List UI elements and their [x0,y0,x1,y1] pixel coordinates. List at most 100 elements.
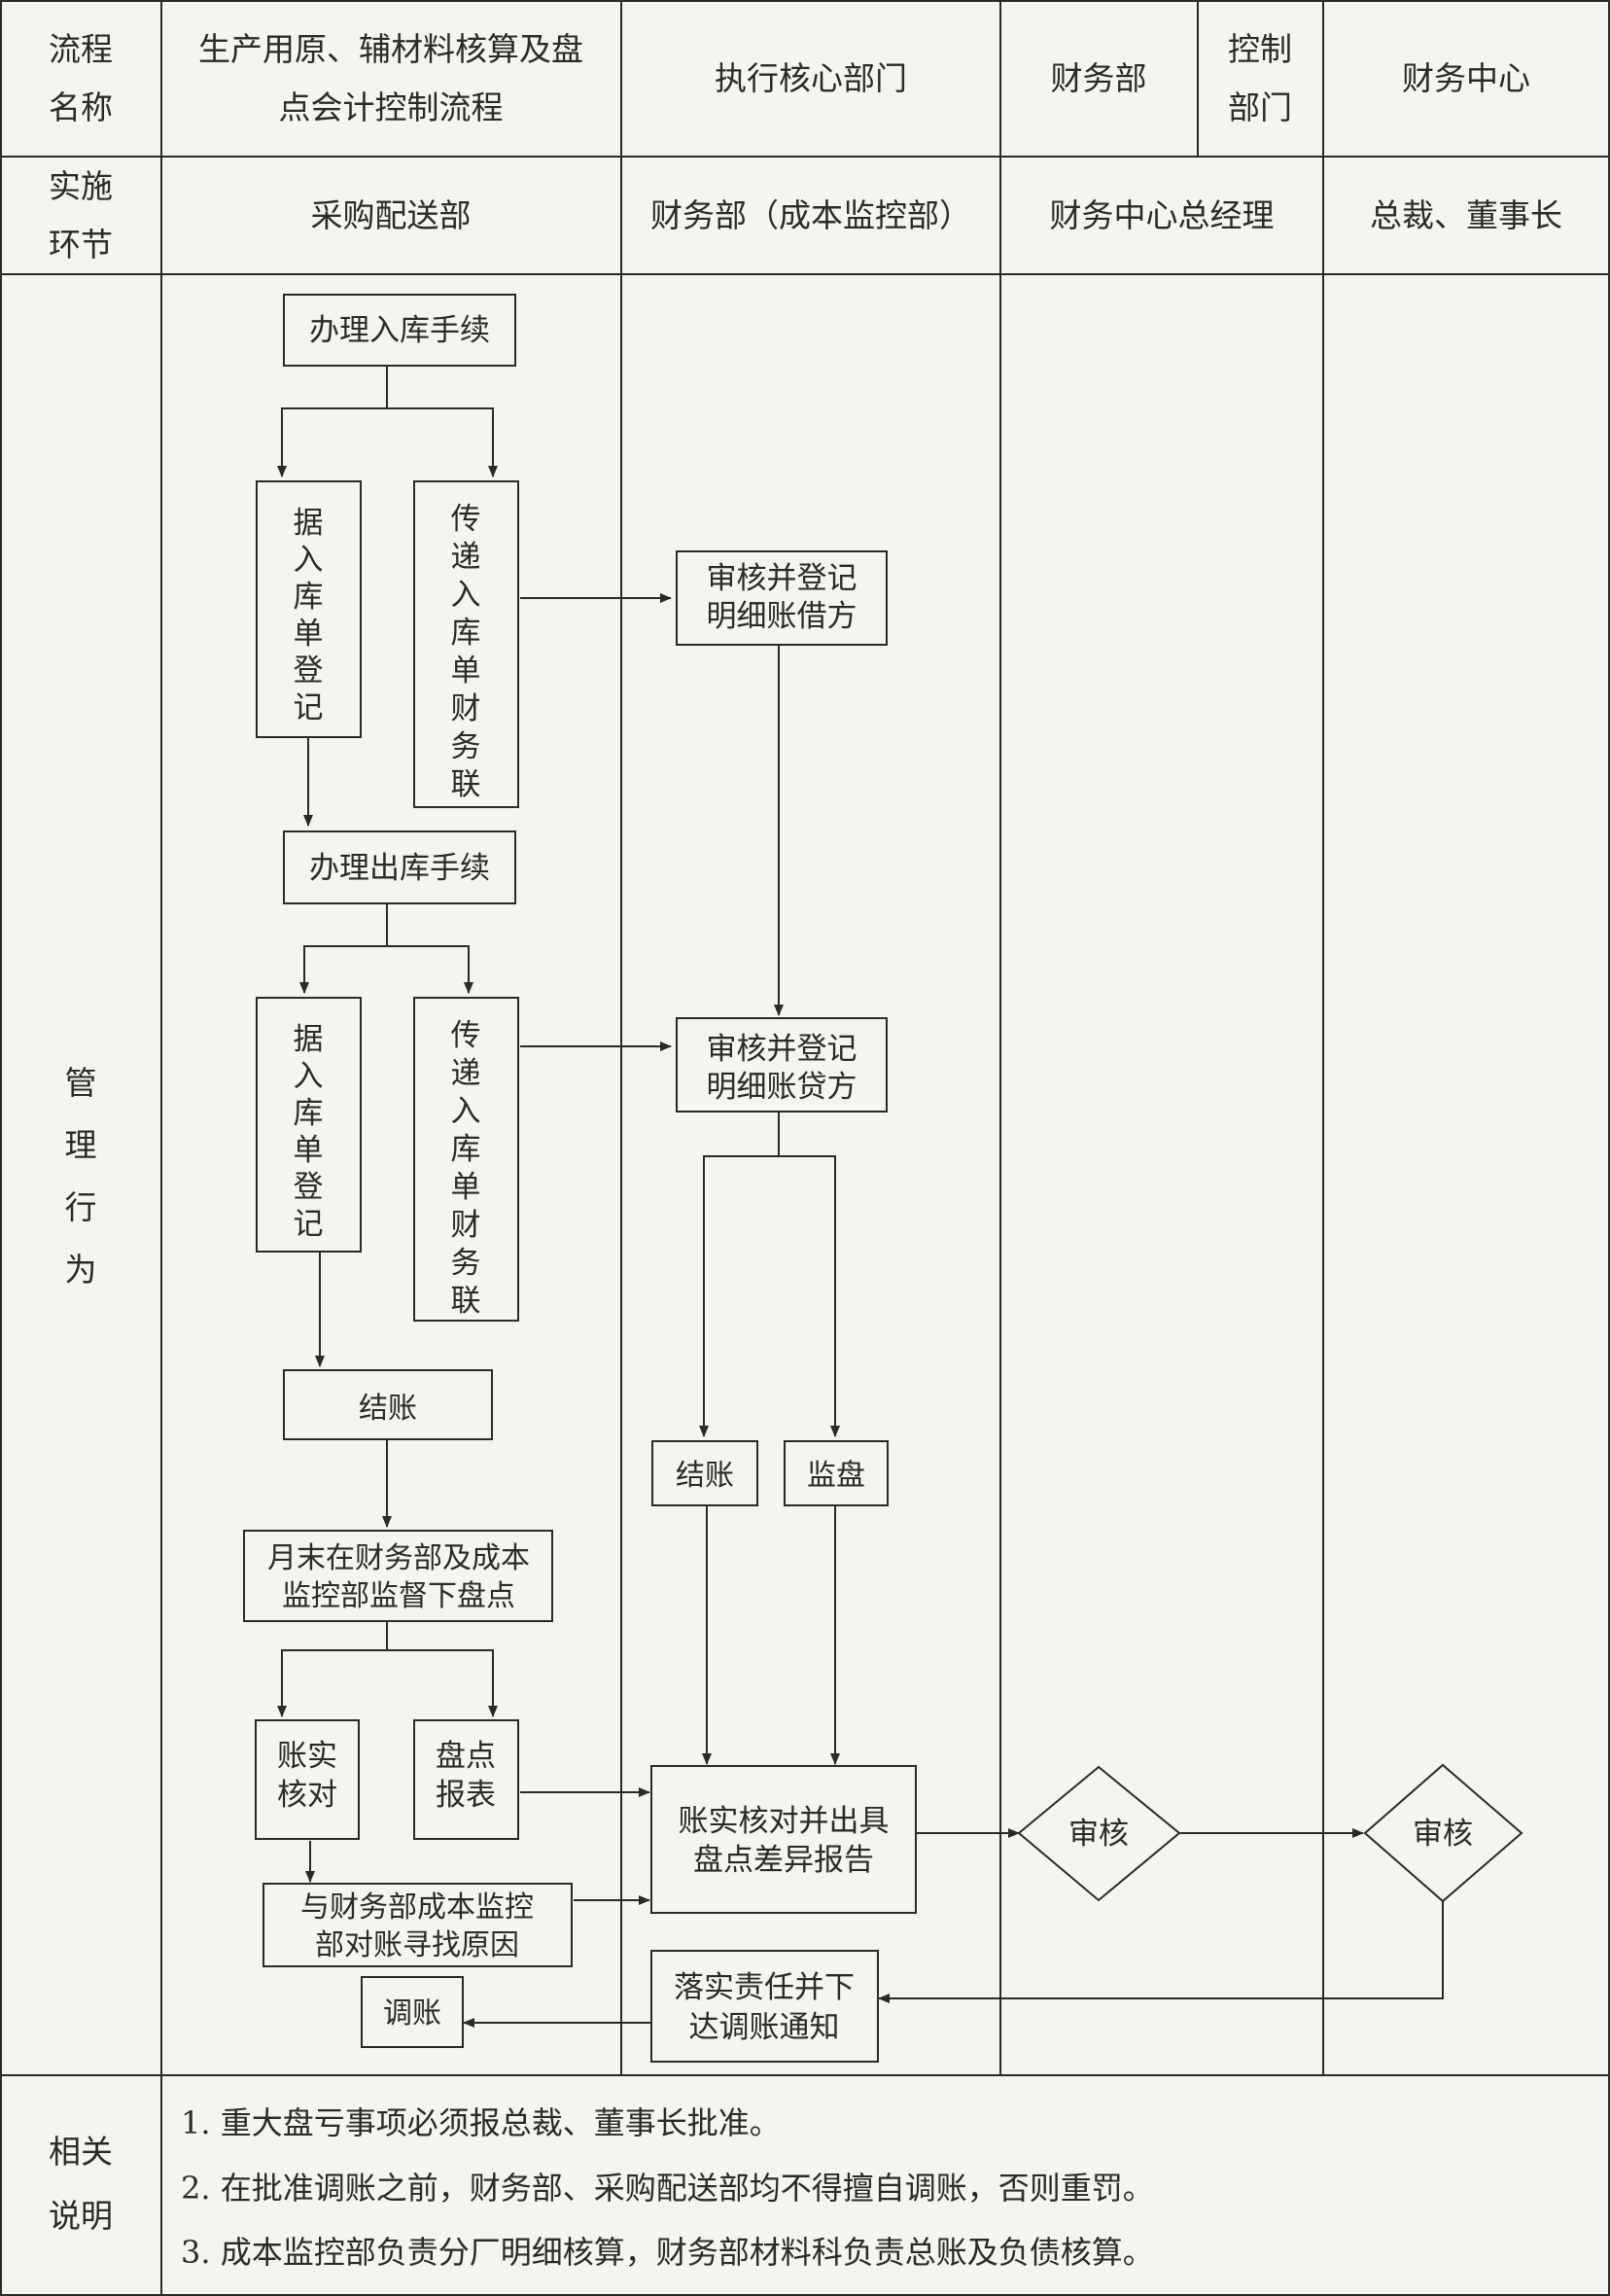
svg-text:明细账贷方: 明细账贷方 [707,1070,858,1105]
node-monitor: 监盘 [784,1440,889,1506]
notes-row: 相关 说明 1. 重大盘亏事项必须报总裁、董事长批准。 2. 在批准调账之前，财… [49,2104,1154,2271]
node-close-mid: 结账 [651,1440,758,1506]
vertical-char: 记 [294,1207,324,1242]
svg-text:监控部监督下盘点: 监控部监督下盘点 [282,1579,515,1613]
vertical-char: 财 [451,1208,481,1243]
node-month-end: 月末在财务部及成本 监控部监督下盘点 [243,1530,553,1622]
node-reconcile: 与财务部成本监控 部对账寻找原因 [262,1883,573,1967]
lane-ceo: 总裁、董事长 [1370,196,1562,234]
vertical-char: 入 [294,543,324,578]
note-item-1: 1. 重大盘亏事项必须报总裁、董事长批准。 [181,2104,781,2141]
notes-label-b: 说明 [49,2197,113,2235]
svg-text:明细账借方: 明细账借方 [707,599,858,634]
svg-text:监盘: 监盘 [807,1459,865,1493]
vertical-char: 登 [294,1170,324,1205]
body-label: 管 理 行 为 [65,1064,97,1289]
node-outbound: 办理出库手续 [283,830,516,904]
svg-text:结账: 结账 [676,1459,734,1493]
svg-text:办理出库手续: 办理出库手续 [309,851,490,886]
vertical-char: 递 [451,540,481,575]
svg-text:为: 为 [65,1251,97,1289]
svg-text:管: 管 [65,1064,97,1102]
control-dept-b: 部门 [1228,88,1292,126]
svg-text:报表: 报表 [436,1778,496,1813]
svg-text:盘点差异报告: 盘点差异报告 [693,1843,874,1878]
lane-fc-gm: 财务中心总经理 [1050,196,1275,234]
svg-text:账实: 账实 [277,1739,337,1774]
svg-text:与财务部成本监控: 与财务部成本监控 [300,1890,534,1925]
control-dept-a: 控制 [1228,30,1292,68]
node-check: 账实 核对 [255,1719,360,1840]
vertical-char: 库 [451,1132,481,1167]
svg-text:审核: 审核 [1068,1817,1129,1852]
node-review-ceo: 审核 [1363,1763,1523,1903]
vertical-char: 库 [451,616,481,651]
row2-label-b: 环节 [49,226,113,264]
vertical-char: 库 [294,580,324,615]
note-item-3: 3. 成本监控部负责分厂明细核算，财务部材料科负责总账及负债核算。 [181,2234,1154,2271]
svg-text:落实责任并下: 落实责任并下 [674,1970,855,2005]
lane-finance: 财务部（成本监控部） [650,196,971,234]
svg-text:办理入库手续: 办理入库手续 [309,313,490,348]
finance-dept: 财务部 [1051,59,1147,97]
vertical-char: 入 [451,578,481,613]
svg-text:达调账通知: 达调账通知 [689,2010,840,2045]
svg-text:部对账寻找原因: 部对账寻找原因 [315,1928,519,1962]
node-close-left: 结账 [283,1369,493,1440]
vertical-char: 单 [451,1170,481,1205]
node-audit-debit: 审核并登记 明细账借方 [676,550,888,646]
finance-center: 财务中心 [1402,59,1530,97]
vertical-char: 财 [451,691,481,726]
notes-label-a: 相关 [49,2133,113,2171]
vertical-char: 登 [294,653,324,689]
vertical-char: 入 [451,1094,481,1129]
node-assign: 落实责任并下 达调账通知 [650,1950,879,2063]
vertical-char: 库 [294,1096,324,1131]
vertical-char: 联 [451,1284,481,1319]
vertical-char: 联 [451,767,481,802]
row1-label-a: 流程 [49,30,113,68]
vertical-char: 记 [294,690,324,725]
svg-text:账实核对并出具: 账实核对并出具 [679,1804,890,1839]
connectors [277,366,1444,2028]
node-adjust: 调账 [361,1976,464,2048]
svg-text:核对: 核对 [277,1778,337,1813]
node-review-fc: 审核 [1017,1765,1181,1902]
svg-text:行: 行 [65,1188,97,1226]
node-verify-report: 账实核对并出具 盘点差异报告 [650,1765,917,1914]
exec-core-dept: 执行核心部门 [715,59,907,97]
lane-purchasing: 采购配送部 [311,196,472,234]
node-audit-credit: 审核并登记 明细账贷方 [676,1017,888,1113]
vertical-char: 单 [294,1133,324,1168]
svg-text:审核并登记: 审核并登记 [707,1032,858,1067]
note-item-2: 2. 在批准调账之前，财务部、采购配送部均不得擅自调账，否则重罚。 [181,2170,1154,2207]
header-row-process: 流程 名称 生产用原、辅材料核算及盘 点会计控制流程 执行核心部门 财务部 控制… [49,30,1530,126]
svg-text:调账: 调账 [383,1996,441,2031]
vertical-char: 单 [451,653,481,689]
node-report: 盘点 报表 [413,1719,519,1840]
svg-text:审核: 审核 [1413,1817,1473,1852]
vertical-char: 入 [294,1059,324,1094]
row1-label-b: 名称 [49,88,113,126]
svg-text:盘点: 盘点 [436,1739,496,1774]
row2-label-a: 实施 [49,167,113,205]
vertical-char: 据 [294,506,324,541]
vertical-char: 务 [451,1246,481,1281]
vertical-char: 据 [294,1022,324,1057]
vertical-char: 传 [451,502,481,537]
header-row-lanes: 实施 环节 采购配送部 财务部（成本监控部） 财务中心总经理 总裁、董事长 [49,167,1562,264]
vertical-char: 递 [451,1056,481,1091]
node-inbound: 办理入库手续 [283,294,516,367]
svg-text:审核并登记: 审核并登记 [707,561,858,596]
svg-text:结账: 结账 [359,1392,417,1426]
process-name-line2: 点会计控制流程 [279,88,504,126]
